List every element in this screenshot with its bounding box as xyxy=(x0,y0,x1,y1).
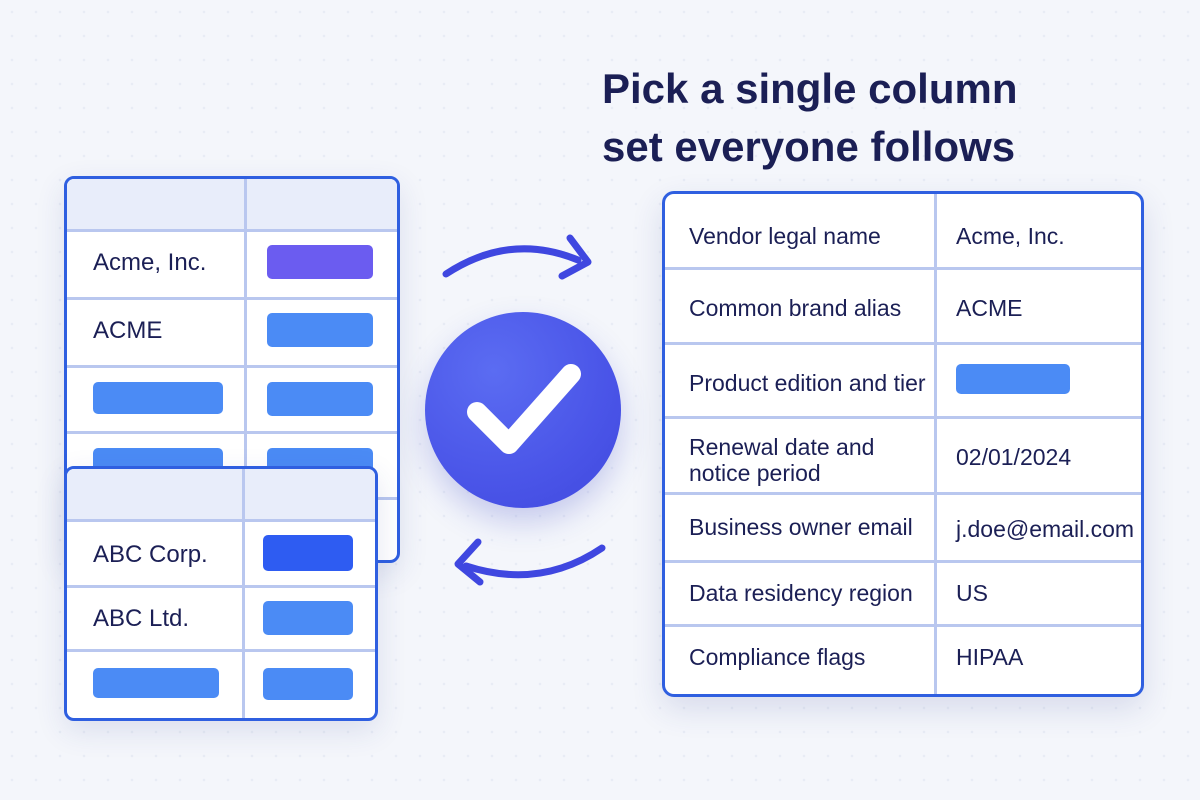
headline: Pick a single column set everyone follow… xyxy=(602,60,1162,176)
field-value: j.doe@email.com xyxy=(956,516,1135,542)
headline-line-2: set everyone follows xyxy=(602,123,1016,170)
row-label: Acme, Inc. xyxy=(93,249,207,276)
field-value: US xyxy=(956,580,988,606)
field-value: Acme, Inc. xyxy=(956,223,1065,249)
value-placeholder xyxy=(263,668,353,700)
standard-column-table: Vendor legal name Acme, Inc. Common bran… xyxy=(662,191,1144,697)
checkmark-icon xyxy=(467,364,581,454)
arrow-left-curved-icon xyxy=(454,538,606,586)
label-placeholder xyxy=(93,668,219,698)
value-placeholder xyxy=(263,601,353,635)
value-placeholder xyxy=(267,313,373,347)
row-label: ABC Ltd. xyxy=(93,605,190,632)
field-value: HIPAA xyxy=(956,644,1024,670)
value-placeholder xyxy=(956,364,1070,394)
field-name: Data residency region xyxy=(689,580,913,606)
value-placeholder xyxy=(267,245,373,279)
arrow-right-curved-icon xyxy=(442,234,592,280)
field-name: Business owner email xyxy=(689,514,913,540)
table-header xyxy=(67,469,375,519)
value-placeholder xyxy=(267,382,373,416)
field-name: Renewal date and notice period xyxy=(689,434,875,486)
table-header xyxy=(67,179,397,229)
value-placeholder xyxy=(263,535,353,571)
field-value: ACME xyxy=(956,295,1023,321)
field-name: Compliance flags xyxy=(689,644,866,670)
messy-table-front: ABC Corp. ABC Ltd. xyxy=(64,466,378,721)
label-placeholder xyxy=(93,382,223,414)
check-badge xyxy=(425,312,621,508)
headline-line-1: Pick a single column xyxy=(602,65,1018,112)
field-name: Vendor legal name xyxy=(689,223,881,249)
field-name: Product edition and tier xyxy=(689,370,926,396)
row-label: ACME xyxy=(93,317,163,344)
field-value: 02/01/2024 xyxy=(956,444,1072,470)
field-name: Common brand alias xyxy=(689,295,902,321)
row-label: ABC Corp. xyxy=(93,541,208,568)
